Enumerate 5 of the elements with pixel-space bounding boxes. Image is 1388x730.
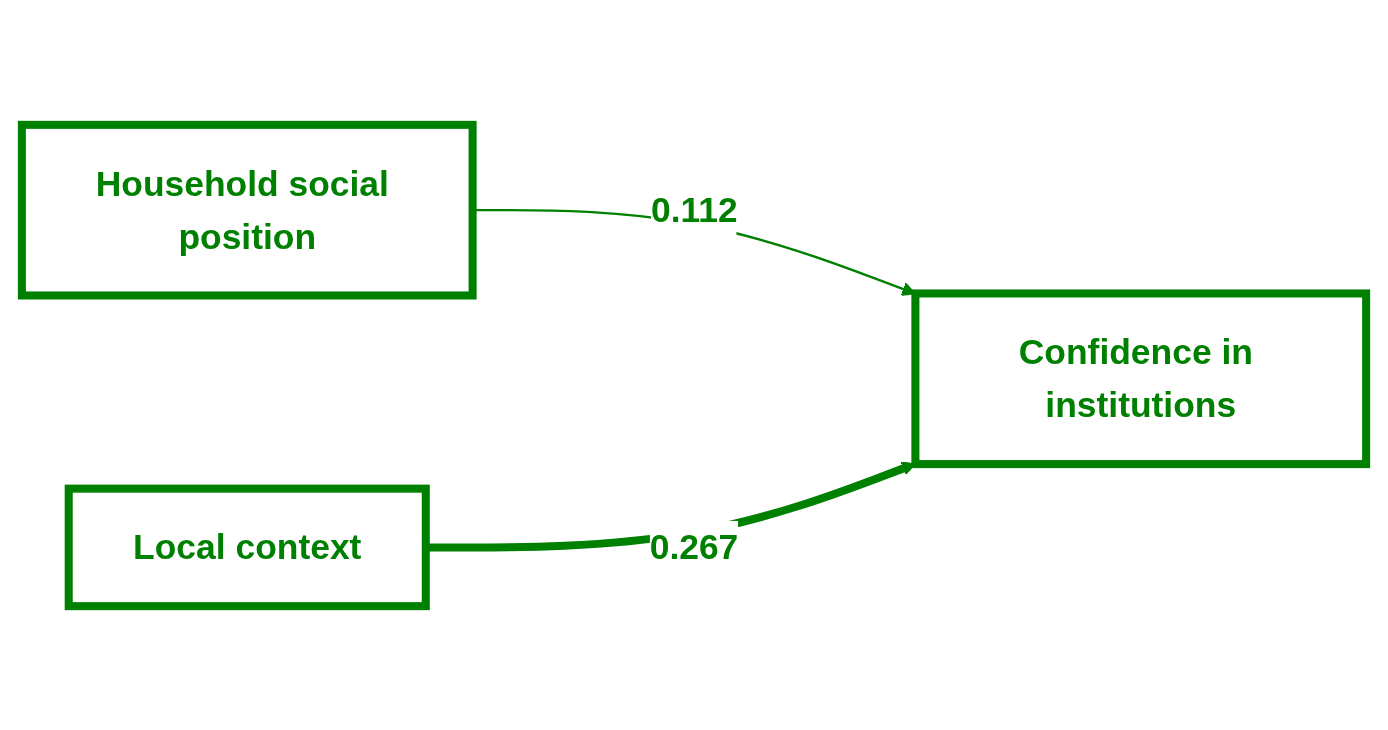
edge-label: 0.267 — [649, 526, 739, 568]
node-box: Household social position — [17, 120, 477, 299]
edge-label: 0.112 — [651, 189, 738, 230]
node-box: Confidence in institutions — [911, 288, 1371, 468]
node-box: Local context — [64, 484, 430, 610]
